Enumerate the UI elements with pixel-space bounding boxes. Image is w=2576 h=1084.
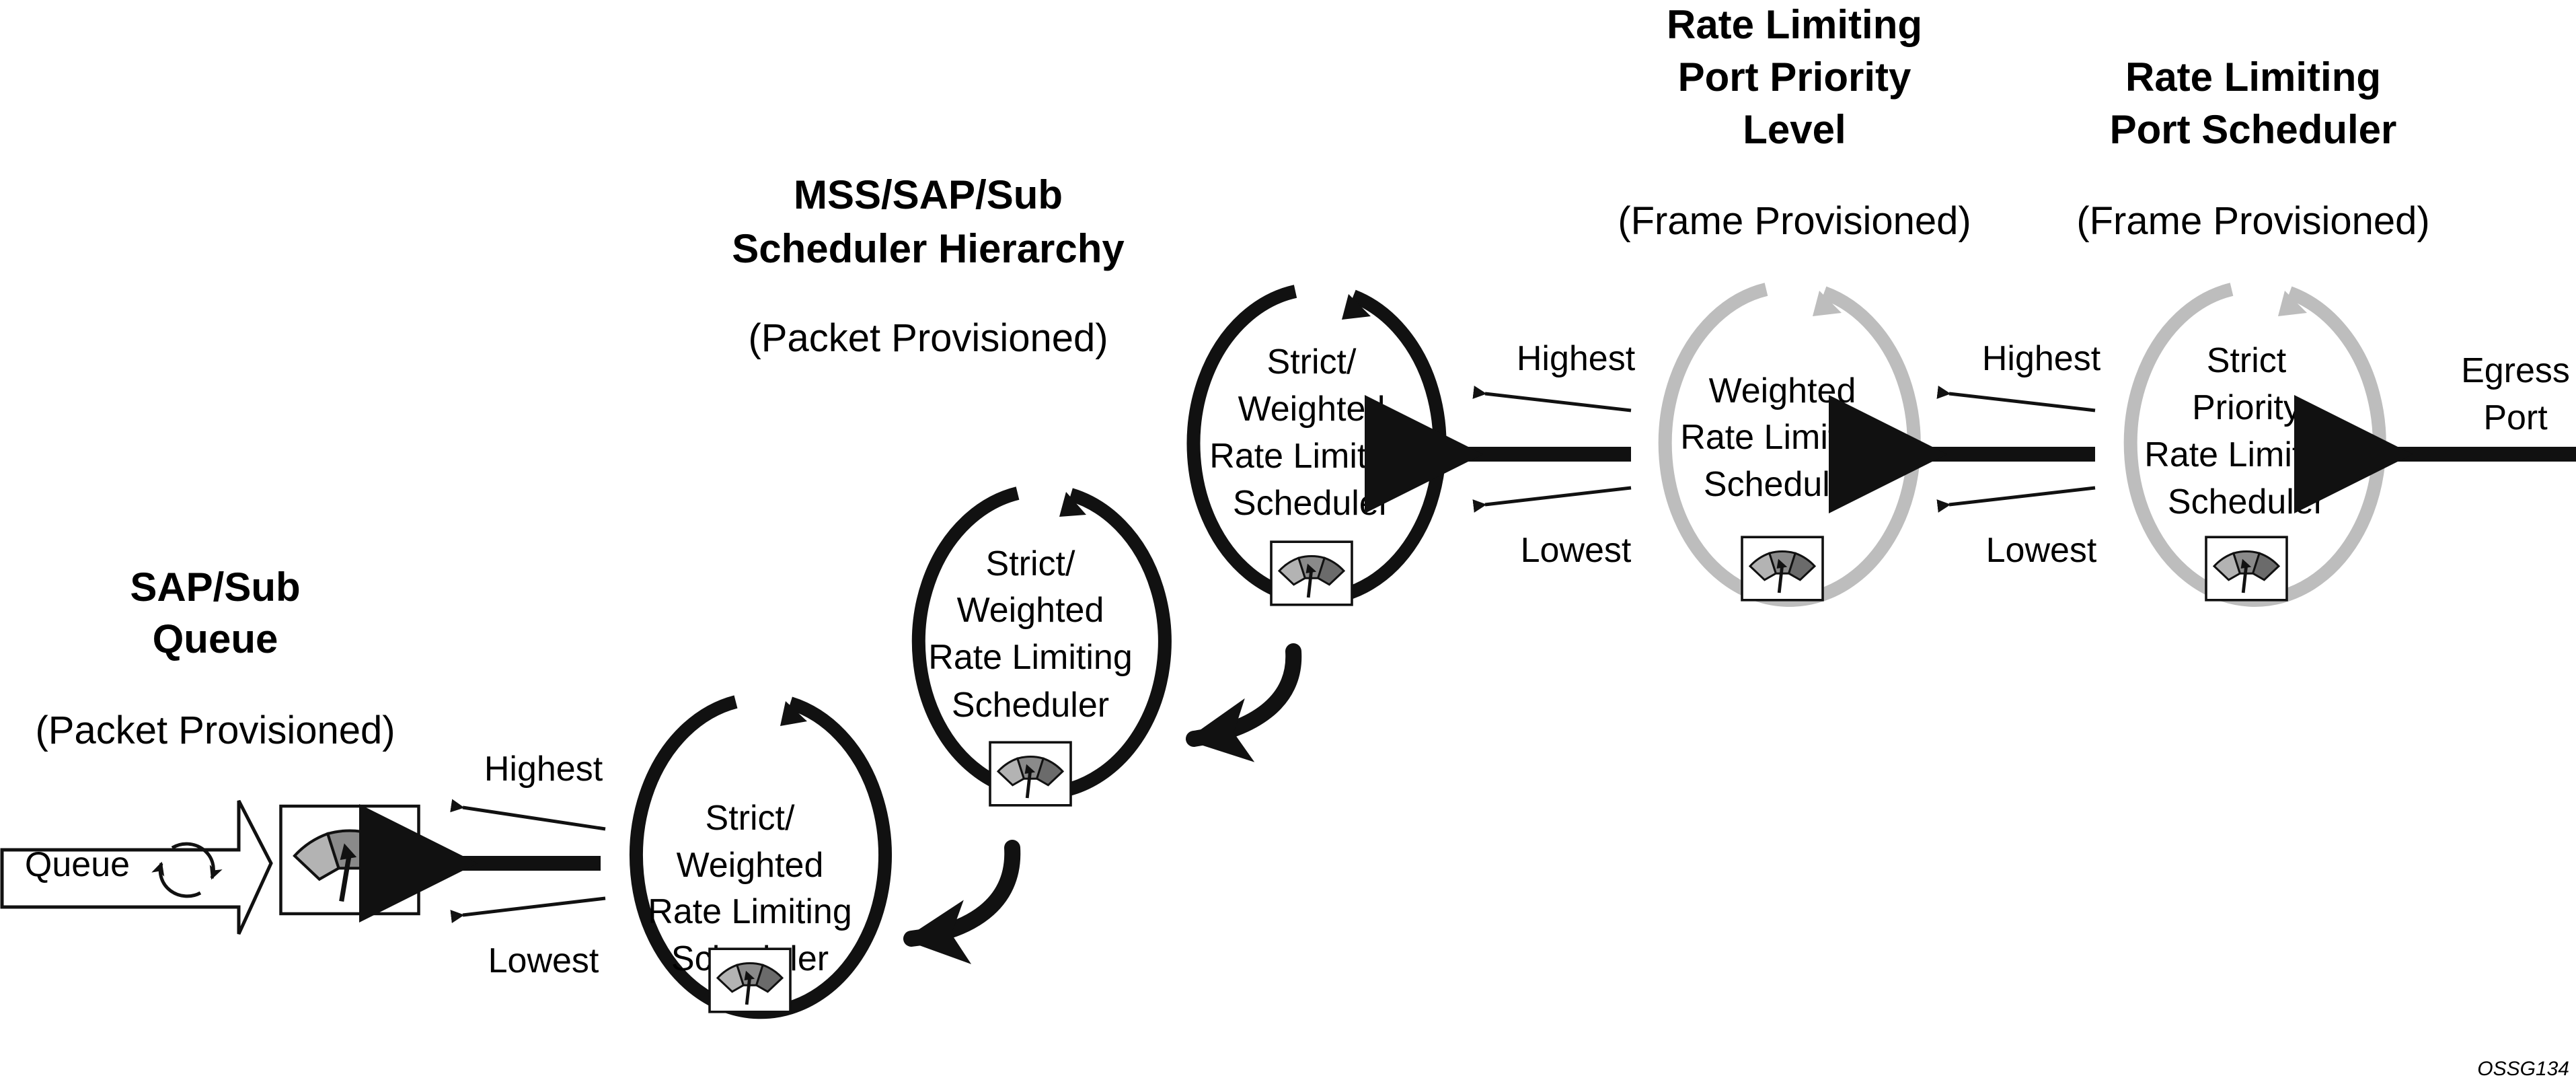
scheduler-1-line1: Strict/ [706, 799, 795, 838]
ps-highest-arrow [1936, 386, 2096, 412]
ppl-highest-arrow [1472, 386, 1632, 412]
mss-title-line1: MSS/SAP/Sub [794, 172, 1063, 217]
scheduler-2-line3: Rate Limiting [928, 638, 1132, 677]
queue-label: Queue [25, 845, 130, 884]
ps-ring-arrowhead [2278, 291, 2307, 316]
scheduler-3-line2: Weighted [1238, 390, 1386, 429]
queue-block: Queue Highest Lowest [0, 750, 606, 980]
scheduler-2-line4: Scheduler [952, 686, 1109, 725]
queue-lowest-label: Lowest [488, 941, 599, 980]
ppl-title-line2: Port Priority [1678, 55, 1911, 100]
ppl-ring-arrowhead [1813, 291, 1842, 316]
scheduler-2: Strict/ Weighted Rate Limiting Scheduler [911, 486, 1172, 807]
ps-highest-label: Highest [1982, 339, 2101, 378]
scheduler-1-ring-arrowhead [780, 701, 807, 726]
mss-title-line2: Scheduler Hierarchy [732, 226, 1125, 271]
queue-lowest-arrow [450, 896, 606, 923]
egress-line2: Port [2483, 398, 2548, 437]
scheduler-3-gauge-icon [1270, 540, 1353, 606]
ps-line1: Strict [2207, 341, 2287, 380]
ps-lowest-arrow [1936, 486, 2096, 513]
scheduler-2-line2: Weighted [957, 591, 1104, 630]
port-scheduler: Strict Priority Rate Limiting Scheduler [2123, 283, 2386, 607]
scheduler-3-ring-arrowhead [1342, 294, 1371, 320]
ppl-lowest-arrow [1472, 486, 1632, 513]
ppl-title-line3: Level [1743, 107, 1846, 152]
ps-lowest-label: Lowest [1986, 531, 2097, 570]
port-scheduler-header: Rate Limiting Port Scheduler (Frame Prov… [2076, 55, 2429, 243]
ps-line4: Scheduler [2168, 482, 2325, 521]
sap-subtitle: (Packet Provisioned) [35, 709, 395, 752]
ppl-gauge-icon [1741, 536, 1824, 602]
scheduler-3-line4: Scheduler [1233, 484, 1390, 523]
scheduler-3-line1: Strict/ [1267, 342, 1357, 382]
mss-header: MSS/SAP/Sub Scheduler Hierarchy (Packet … [732, 172, 1125, 360]
scheduler-3: Strict/ Weighted Rate Limiting Scheduler [1186, 285, 1447, 606]
ps-subtitle: (Frame Provisioned) [2076, 199, 2429, 243]
scheduler-2-gauge-icon [989, 741, 1072, 807]
ps-gauge-icon [2205, 536, 2288, 602]
queue-highest-arrow [450, 799, 606, 831]
port-priority-level-scheduler: Weighted Rate Limiting Scheduler [1658, 283, 1921, 607]
ppl-line1: Weighted [1709, 371, 1856, 410]
ppl-highest-label: Highest [1517, 339, 1636, 378]
queue-rate-gauge-icon [279, 804, 420, 916]
scheduler-2-to-1-connector [903, 840, 1021, 964]
ps-line2: Priority [2192, 388, 2301, 427]
scheduler-3-line3: Rate Limiting [1209, 437, 1413, 476]
sap-title-line1: SAP/Sub [130, 565, 300, 610]
scheduler-2-ring-arrowhead [1059, 492, 1086, 517]
queue-highest-label: Highest [484, 750, 603, 789]
ppl-subtitle: (Frame Provisioned) [1618, 199, 1971, 243]
ppl-line2: Rate Limiting [1680, 418, 1884, 457]
ppl-title-line1: Rate Limiting [1667, 2, 1922, 47]
ps-title-line1: Rate Limiting [2125, 55, 2381, 100]
scheduler-1-gauge-icon [708, 947, 792, 1013]
figure-id: OSSG134 [2477, 1058, 2569, 1080]
scheduler-2-line1: Strict/ [986, 544, 1075, 583]
ps-title-line2: Port Scheduler [2110, 107, 2397, 152]
sap-queue-header: SAP/Sub Queue (Packet Provisioned) [35, 565, 395, 752]
scheduler-1-line3: Rate Limiting [648, 892, 851, 931]
queue-arrow-shape [0, 799, 273, 935]
ppl-line3: Scheduler [1704, 465, 1861, 504]
egress-line1: Egress [2461, 351, 2570, 390]
cycle-icon [151, 842, 223, 898]
mss-subtitle: (Packet Provisioned) [748, 316, 1108, 360]
egress-port: Egress Port [2294, 351, 2576, 513]
ppl-lowest-label: Lowest [1521, 531, 1632, 570]
sap-title-line2: Queue [153, 616, 278, 661]
ps-line3: Rate Limiting [2144, 435, 2348, 474]
port-priority-header: Rate Limiting Port Priority Level (Frame… [1618, 2, 1971, 243]
scheduler-1-line2: Weighted [677, 846, 824, 885]
scheduler-1: Strict/ Weighted Rate Limiting Scheduler [629, 693, 892, 1019]
scheduler-3-to-2-connector [1186, 643, 1302, 762]
